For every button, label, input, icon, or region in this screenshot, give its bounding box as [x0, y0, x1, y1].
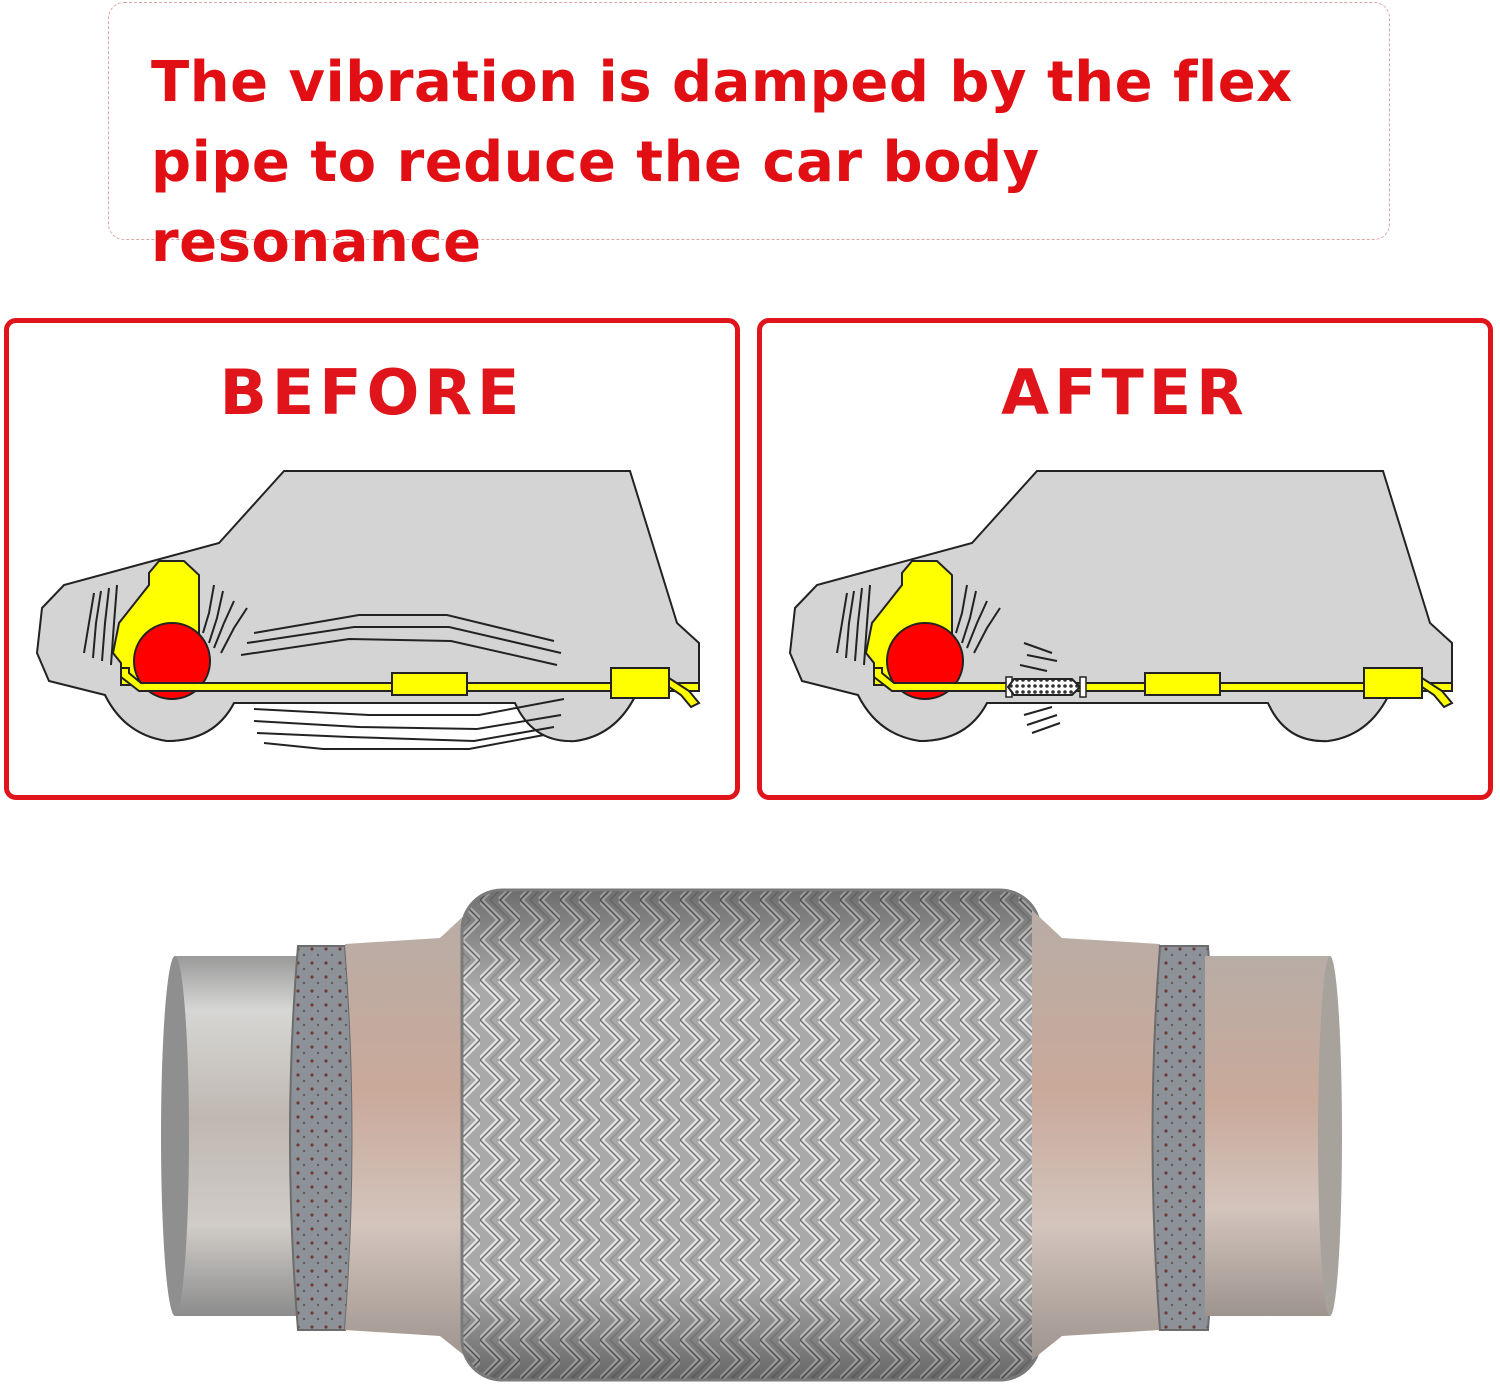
after-title: AFTER	[1001, 356, 1249, 429]
engine-icon	[864, 560, 964, 700]
muffler-icon	[391, 672, 468, 696]
engine-icon	[111, 560, 211, 700]
before-car-diagram	[35, 470, 701, 750]
after-car-diagram	[788, 470, 1454, 743]
before-panel: BEFORE	[4, 318, 740, 800]
muffler-icon	[1363, 667, 1423, 699]
before-title: BEFORE	[219, 356, 525, 429]
flex-pipe-photo	[161, 888, 1342, 1382]
muffler-icon	[610, 667, 670, 699]
headline-line-2: pipe to reduce the car body resonance	[151, 130, 1040, 275]
headline-line-1: The vibration is damped by the flex	[151, 50, 1293, 115]
muffler-icon	[1144, 672, 1221, 696]
headline: The vibration is damped by the flex pipe…	[151, 43, 1371, 283]
flex-pipe-icon	[1005, 676, 1087, 698]
after-panel: AFTER	[757, 318, 1493, 800]
headline-box: The vibration is damped by the flex pipe…	[108, 2, 1390, 275]
